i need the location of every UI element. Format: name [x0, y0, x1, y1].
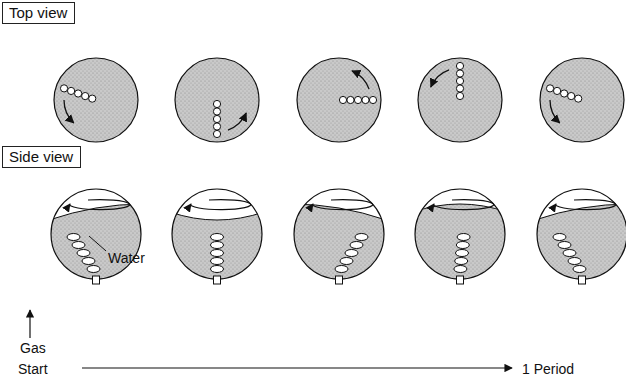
bubble [456, 70, 463, 77]
view-heading: Top view [9, 4, 68, 22]
bubble [568, 92, 575, 99]
vessel-side [537, 189, 626, 279]
bubble [213, 100, 220, 107]
rotation-arrow [352, 71, 369, 89]
axis-label: Start [18, 361, 48, 377]
bubble [558, 242, 571, 249]
bubble [456, 250, 469, 257]
rotation-arrow [431, 70, 449, 87]
bubble [60, 85, 67, 92]
gas-arrow [29, 310, 30, 338]
bubble [568, 258, 581, 265]
part-label: Water [108, 250, 145, 266]
bubble [369, 96, 376, 103]
leader-line [89, 236, 106, 251]
bubble [456, 62, 463, 69]
rotation-arrow [550, 100, 560, 123]
vessel-side [172, 189, 262, 279]
bubble [455, 258, 468, 265]
time-arrow [82, 367, 512, 368]
bubble [350, 242, 363, 249]
view-heading-box: Top view [2, 2, 75, 24]
bubble [456, 92, 463, 99]
bubble [345, 250, 358, 257]
bubble [72, 242, 85, 249]
gas-nozzle [457, 276, 464, 284]
bubble [339, 96, 346, 103]
bubble [354, 96, 361, 103]
bubble [340, 258, 353, 265]
bubble [456, 77, 463, 84]
bubble [82, 92, 89, 99]
bubble [213, 130, 220, 137]
bubble [362, 96, 369, 103]
rotation-arrow [556, 200, 616, 210]
vessel-top [54, 58, 138, 142]
bubble [561, 90, 568, 97]
water [535, 204, 626, 281]
water [170, 212, 264, 281]
bubble [211, 258, 224, 265]
water [413, 204, 507, 281]
part-label: Gas [20, 340, 46, 356]
bubble [213, 115, 220, 122]
bubble [67, 234, 80, 241]
rotation-arrow [434, 200, 494, 210]
bubble [213, 123, 220, 130]
bubble [553, 87, 560, 94]
vessel-top [175, 58, 259, 142]
bubble [87, 266, 100, 273]
rotation-arrow [64, 100, 74, 123]
vessel-top [297, 58, 381, 142]
bubble [573, 266, 586, 273]
rotation-arrow [191, 200, 251, 210]
bubble [77, 250, 90, 257]
gas-nozzle [93, 276, 100, 284]
bubble [82, 258, 95, 265]
bubble [454, 266, 467, 273]
water [292, 204, 386, 281]
vessel-top [418, 58, 502, 142]
bubble [456, 85, 463, 92]
view-heading: Side view [9, 148, 74, 166]
bubble [89, 95, 96, 102]
bubble [211, 250, 224, 257]
view-heading-box: Side view [2, 146, 81, 168]
rotation-arrow [228, 113, 246, 130]
gas-nozzle [579, 276, 586, 284]
gas-nozzle [336, 276, 343, 284]
rotation-arrow [70, 200, 130, 210]
bubble [211, 234, 224, 241]
bubble [211, 242, 224, 249]
bubble [355, 234, 368, 241]
bubble [211, 266, 224, 273]
bubble [335, 266, 348, 273]
bubble [575, 95, 582, 102]
vessel-top [540, 58, 624, 142]
vessel-side [294, 189, 384, 279]
vessel-side [415, 189, 505, 279]
bubble [546, 85, 553, 92]
bubble [456, 242, 469, 249]
bubble [347, 96, 354, 103]
axis-label: 1 Period [522, 361, 574, 377]
bubble [213, 108, 220, 115]
bubble [563, 250, 576, 257]
bubble [75, 90, 82, 97]
bubble [553, 234, 566, 241]
water [49, 204, 143, 281]
bubble [457, 234, 470, 241]
rotation-arrow [313, 200, 373, 210]
spacer [30, 310, 92, 311]
bubble [67, 87, 74, 94]
gas-nozzle [214, 276, 221, 284]
